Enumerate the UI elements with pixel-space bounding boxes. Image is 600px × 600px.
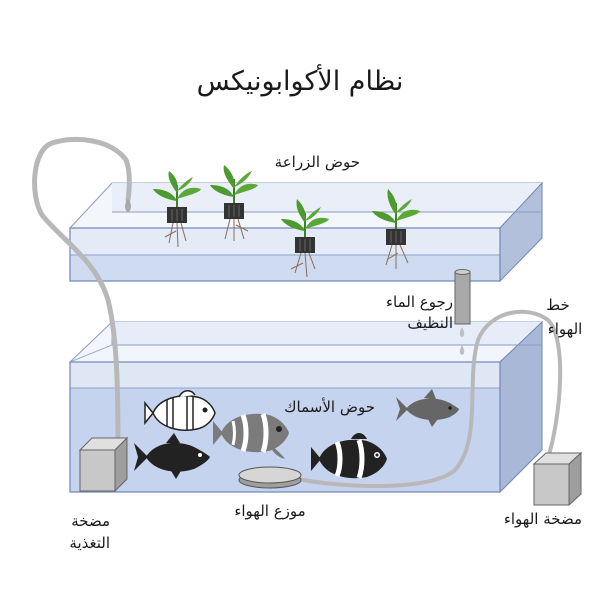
- label-clean-water-return-line1: رجوع الماء: [385, 293, 453, 311]
- label-air-pump: مضخة الهواء: [503, 510, 582, 528]
- fish-grey-right: [396, 389, 459, 427]
- air-line: [290, 309, 563, 488]
- water-drop-grow-bed: [125, 198, 131, 212]
- diagram-title: نظام الأكوابونيكس: [196, 66, 404, 97]
- plant-2: [210, 165, 258, 241]
- feed-pipe: [32, 136, 132, 455]
- plant-4: [372, 189, 420, 269]
- air-pump: [532, 451, 583, 507]
- fish-dark-left: [134, 433, 210, 479]
- fish-grey-clownfish: [213, 413, 289, 459]
- plant-3: [281, 199, 329, 278]
- label-fish-tank: حوض الأسماك: [284, 398, 375, 416]
- label-feed-pump-line2: التغذية: [69, 534, 110, 552]
- feed-pump: [78, 436, 129, 493]
- air-diffuser: [238, 466, 302, 489]
- water-drop-2: [459, 345, 465, 355]
- fish-black-clownfish: [311, 433, 387, 479]
- label-grow-bed: حوض الزراعة: [274, 153, 360, 171]
- label-air-diffuser: موزع الهواء: [234, 502, 306, 520]
- label-feed-pump-line1: مضخة: [71, 512, 110, 530]
- return-pipe: [454, 269, 471, 325]
- label-air-line-line1: خط: [546, 296, 570, 314]
- plant-1: [153, 171, 201, 248]
- water-drop-1: [459, 327, 465, 337]
- fish-outline-clownfish: [144, 390, 216, 431]
- label-air-line-line2: الهواء: [547, 320, 583, 338]
- label-clean-water-return-line2: النظيف: [407, 314, 453, 332]
